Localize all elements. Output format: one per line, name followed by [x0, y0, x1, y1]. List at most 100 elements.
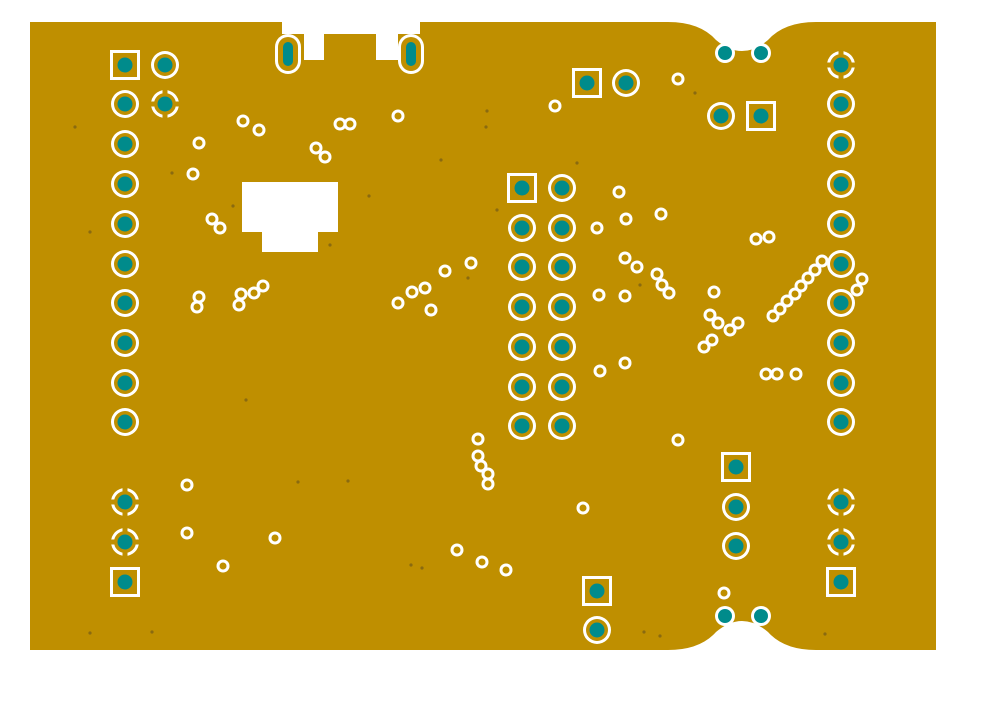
- copper-speck: [296, 480, 300, 484]
- copper-speck: [170, 171, 174, 175]
- via-icon: [391, 109, 405, 123]
- via-icon: [759, 367, 773, 381]
- via-icon: [192, 136, 206, 150]
- via-hole: [195, 139, 203, 147]
- round-pad-icon: [548, 214, 576, 242]
- via-icon: [671, 433, 685, 447]
- via-icon: [471, 449, 485, 463]
- via-icon: [236, 114, 250, 128]
- via-icon: [391, 296, 405, 310]
- round-pad-icon: [827, 408, 855, 436]
- via-icon: [762, 230, 776, 244]
- via-hole: [710, 288, 718, 296]
- via-icon: [654, 207, 668, 221]
- round-pad-icon: [548, 253, 576, 281]
- round-pad-icon: [151, 51, 179, 79]
- pad-drill: [554, 259, 570, 275]
- via-icon: [213, 221, 227, 235]
- via-icon: [619, 212, 633, 226]
- pad-drill: [833, 414, 849, 430]
- round-pad-icon: [508, 412, 536, 440]
- via-icon: [548, 99, 562, 113]
- round-pad-icon: [612, 69, 640, 97]
- copper-speck: [466, 276, 470, 280]
- via-icon: [343, 117, 357, 131]
- thermal-pad-icon: [825, 526, 857, 558]
- via-hole: [853, 286, 861, 294]
- round-pad-icon: [111, 369, 139, 397]
- square-pad-icon: [826, 567, 856, 597]
- via-hole: [762, 370, 770, 378]
- round-pad-icon: [111, 408, 139, 436]
- via-hole: [394, 299, 402, 307]
- pad-drill: [554, 220, 570, 236]
- pad-drill: [117, 295, 133, 311]
- copper-pour: [30, 22, 936, 650]
- via-icon: [232, 298, 246, 312]
- via-hole: [239, 117, 247, 125]
- via-icon: [268, 531, 282, 545]
- via-hole: [502, 566, 510, 574]
- pad-drill: [833, 494, 849, 510]
- via-icon: [707, 285, 721, 299]
- via-icon: [499, 563, 513, 577]
- copper-speck: [658, 634, 662, 638]
- pad-drill: [728, 459, 744, 475]
- via-hole: [708, 336, 716, 344]
- pad-drill: [117, 534, 133, 550]
- via-hole: [183, 481, 191, 489]
- pad-drill: [514, 379, 530, 395]
- pad-drill: [157, 57, 173, 73]
- pad-drill: [618, 75, 634, 91]
- via-icon: [192, 290, 206, 304]
- copper-speck: [88, 230, 92, 234]
- pad-drill: [117, 216, 133, 232]
- copper-speck: [823, 632, 827, 636]
- via-icon: [592, 288, 606, 302]
- via-icon: [717, 586, 731, 600]
- copper-speck: [575, 161, 579, 165]
- via-hole: [189, 170, 197, 178]
- copper-speck: [485, 109, 489, 113]
- via-hole: [665, 289, 673, 297]
- copper-speck: [420, 566, 424, 570]
- round-pad-icon: [548, 333, 576, 361]
- via-icon: [612, 185, 626, 199]
- via-hole: [621, 359, 629, 367]
- via-hole: [791, 290, 799, 298]
- round-pad-icon: [111, 250, 139, 278]
- via-hole: [235, 301, 243, 309]
- via-hole: [776, 305, 784, 313]
- square-pad-icon: [572, 68, 602, 98]
- via-icon: [855, 272, 869, 286]
- via-hole: [237, 290, 245, 298]
- via-hole: [255, 126, 263, 134]
- via-icon: [180, 526, 194, 540]
- via-icon: [205, 212, 219, 226]
- via-icon: [671, 72, 685, 86]
- pad-drill: [833, 176, 849, 192]
- via-icon: [662, 286, 676, 300]
- square-pad-icon: [110, 50, 140, 80]
- thermal-pad-icon: [825, 486, 857, 518]
- round-pad-icon: [548, 293, 576, 321]
- via-icon: [731, 316, 745, 330]
- via-icon: [815, 254, 829, 268]
- copper-speck: [88, 631, 92, 635]
- pad-drill: [833, 136, 849, 152]
- via-icon: [630, 260, 644, 274]
- via-icon: [697, 340, 711, 354]
- via-hole: [797, 282, 805, 290]
- via-icon: [703, 308, 717, 322]
- round-pad-icon: [827, 90, 855, 118]
- via-hole: [477, 462, 485, 470]
- via-hole: [259, 282, 267, 290]
- copper-speck: [346, 479, 350, 483]
- via-hole: [622, 215, 630, 223]
- pad-drill: [117, 375, 133, 391]
- via-hole: [726, 326, 734, 334]
- via-hole: [193, 303, 201, 311]
- via-icon: [309, 141, 323, 155]
- via-hole: [216, 224, 224, 232]
